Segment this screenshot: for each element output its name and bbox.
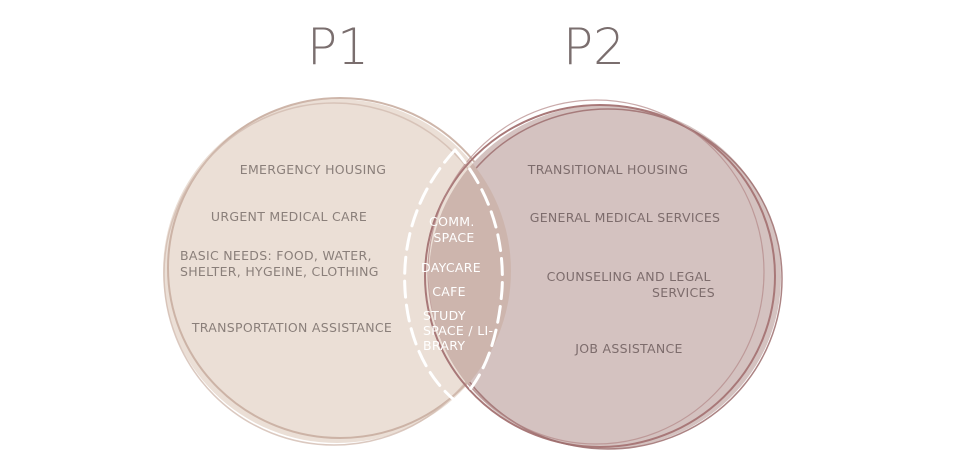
p1-item-transportation: TRANSPORTATION ASSISTANCE bbox=[191, 320, 392, 335]
p1-item-emergency-housing: EMERGENCY HOUSING bbox=[240, 162, 386, 177]
p1-item-urgent-medical-care: URGENT MEDICAL CARE bbox=[211, 209, 367, 224]
overlap-item-daycare: DAYCARE bbox=[421, 260, 481, 275]
p1-labels: EMERGENCY HOUSING URGENT MEDICAL CARE BA… bbox=[180, 162, 392, 335]
overlap-region bbox=[403, 105, 511, 443]
p2-labels: TRANSITIONAL HOUSING GENERAL MEDICAL SER… bbox=[527, 162, 720, 356]
overlap-labels: COMM. SPACE DAYCARE CAFE STUDY SPACE / L… bbox=[421, 214, 498, 353]
overlap-item-study-space: STUDY SPACE / LI- BRARY bbox=[423, 308, 498, 353]
p2-title: P2 bbox=[563, 18, 625, 76]
p2-item-job-assistance: JOB ASSISTANCE bbox=[574, 341, 683, 356]
p1-title: P1 bbox=[307, 18, 369, 76]
p2-item-general-medical: GENERAL MEDICAL SERVICES bbox=[530, 210, 721, 225]
p2-circle bbox=[424, 99, 783, 450]
p2-item-counseling-legal: COUNSELING AND LEGAL SERVICES bbox=[547, 269, 715, 300]
overlap-item-cafe: CAFE bbox=[432, 284, 466, 299]
p1-item-basic-needs: BASIC NEEDS: FOOD, WATER, SHELTER, HYGEI… bbox=[180, 248, 379, 279]
overlap-item-comm-space: COMM. SPACE bbox=[429, 214, 479, 245]
p2-item-transitional-housing: TRANSITIONAL HOUSING bbox=[527, 162, 688, 177]
